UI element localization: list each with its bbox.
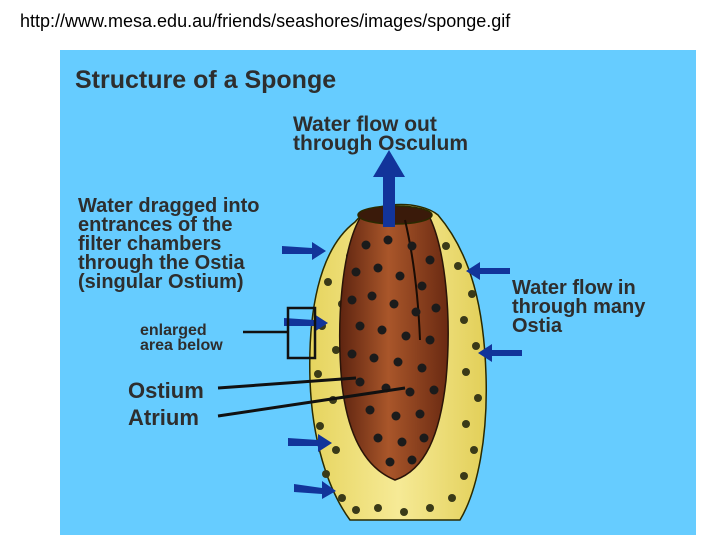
label-out-line-2: through Osculum [293, 132, 468, 155]
label-in-line-1: Water flow in [512, 277, 636, 299]
atrium-leader [217, 386, 406, 418]
label-dragged-line-1: Water dragged into [78, 195, 259, 217]
label-enlarged-area: enlarged area below [140, 322, 223, 354]
label-atrium: Atrium [128, 405, 199, 430]
label-in-line-2: through many [512, 296, 646, 318]
section-cut-line [404, 219, 421, 341]
label-ostium: Ostium [128, 378, 204, 403]
atrium-dots [347, 235, 441, 467]
label-dragged-line-5: (singular Ostium) [78, 271, 244, 293]
label-dragged-line-3: filter chambers [78, 233, 221, 255]
label-dragged-line-2: entrances of the [78, 214, 232, 236]
label-enlarged-line-2: area below [140, 337, 223, 354]
label-in-line-3: Ostia [512, 315, 563, 337]
label-water-flow-out: Water flow out through Osculum [293, 113, 468, 155]
arrows-in-left [282, 242, 336, 499]
diagram-title: Structure of a Sponge [75, 66, 336, 94]
label-water-dragged-in: Water dragged into entrances of the filt… [78, 195, 259, 293]
label-enlarged-line-1: enlarged [140, 322, 207, 339]
sponge-diagram-canvas: Structure of a Sponge [75, 66, 646, 521]
arrow-out-osculum [373, 150, 405, 227]
label-water-flow-in: Water flow in through many Ostia [512, 277, 646, 337]
arrows-in-right [466, 262, 522, 362]
label-dragged-line-4: through the Ostia [78, 252, 246, 274]
image-url-caption: http://www.mesa.edu.au/friends/seashores… [20, 11, 511, 31]
sponge-diagram: Structure of a Sponge [60, 50, 696, 535]
ostium-leader [217, 376, 357, 390]
label-out-line-1: Water flow out [293, 113, 437, 136]
atrium-cavity [339, 211, 449, 481]
